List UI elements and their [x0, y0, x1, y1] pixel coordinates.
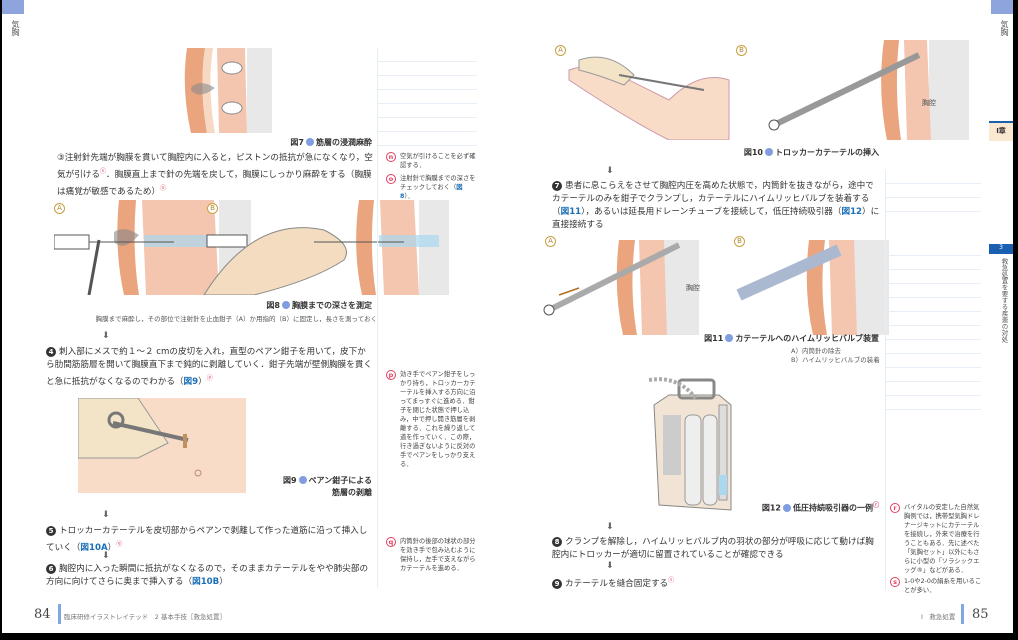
fig9-illustration	[78, 398, 246, 493]
step3-text: ③注射針先端が胸膜を貫いて胸腔内に入ると，ピストンの抵抗が急になくなり，空気が引…	[57, 153, 373, 197]
footer-text: I 救急処置	[921, 613, 956, 621]
down-arrow-icon: ⬇	[102, 510, 110, 520]
bullet-dot	[306, 138, 314, 146]
margin-notes-column	[885, 170, 981, 590]
fig11-label-a: A	[545, 236, 556, 247]
fig8-description: 胸膜まで麻酔し，その部位で注射針を止血鉗子（A）か用指的（B）に固定し，長さを測…	[95, 315, 377, 323]
side-label: 気胸	[1000, 20, 1009, 36]
chapter-tab[interactable]: I章	[989, 121, 1013, 141]
down-arrow-icon: ⬇	[606, 166, 614, 176]
fig10-inner-label: 胸腔	[922, 99, 936, 107]
fig8-label-a: A	[54, 203, 65, 214]
fig11-sub-b: B）ハイムリッヒバルブの装着	[791, 356, 880, 364]
fig10-label-a: A	[555, 45, 566, 56]
fig12-illustration	[649, 377, 732, 511]
footer-text: 臨床研修イラストレイテッド 2 基本手技［救急処置］	[64, 613, 226, 621]
fig11-inner-label: 胸腔	[686, 284, 700, 292]
fig7-number: 図7	[290, 138, 304, 147]
fig7-illustration	[177, 48, 272, 133]
footer-bar	[58, 604, 61, 624]
section-tab-number[interactable]: 3	[989, 244, 1013, 254]
fig8-illustration	[54, 200, 449, 295]
side-label: 気胸	[11, 20, 20, 36]
down-arrow-icon: ⬇	[102, 331, 110, 341]
fig10-illustration	[568, 40, 969, 140]
footer-bar	[961, 604, 964, 624]
fig7-title: 筋層の浸潤麻酔	[316, 138, 372, 147]
margin-notes-column	[377, 48, 477, 588]
fig10-label-b: B	[736, 45, 747, 56]
down-arrow-icon: ⬇	[102, 551, 110, 561]
down-arrow-icon: ⬇	[606, 561, 614, 571]
left-page: 気胸 図7 筋層の浸潤麻酔 ③注射針先端が胸膜を貫いて胸腔内に入ると，ピストンの抵…	[2, 0, 509, 633]
fig11-label-b: B	[734, 236, 745, 247]
fig7-caption: 図7 筋層の浸潤麻酔	[252, 137, 372, 149]
side-tab	[2, 0, 24, 14]
page-number: 84	[34, 607, 51, 622]
fig8-label-b: B	[207, 203, 218, 214]
down-arrow-icon: ⬇	[606, 522, 614, 532]
fig11-sub-a: A）内筒針の除去	[791, 347, 841, 355]
side-tab	[991, 0, 1013, 14]
section-tab-label: 救急処置を要する疾患の対処	[1000, 258, 1008, 343]
fig11-illustration	[543, 240, 889, 335]
page-number: 85	[972, 607, 989, 622]
